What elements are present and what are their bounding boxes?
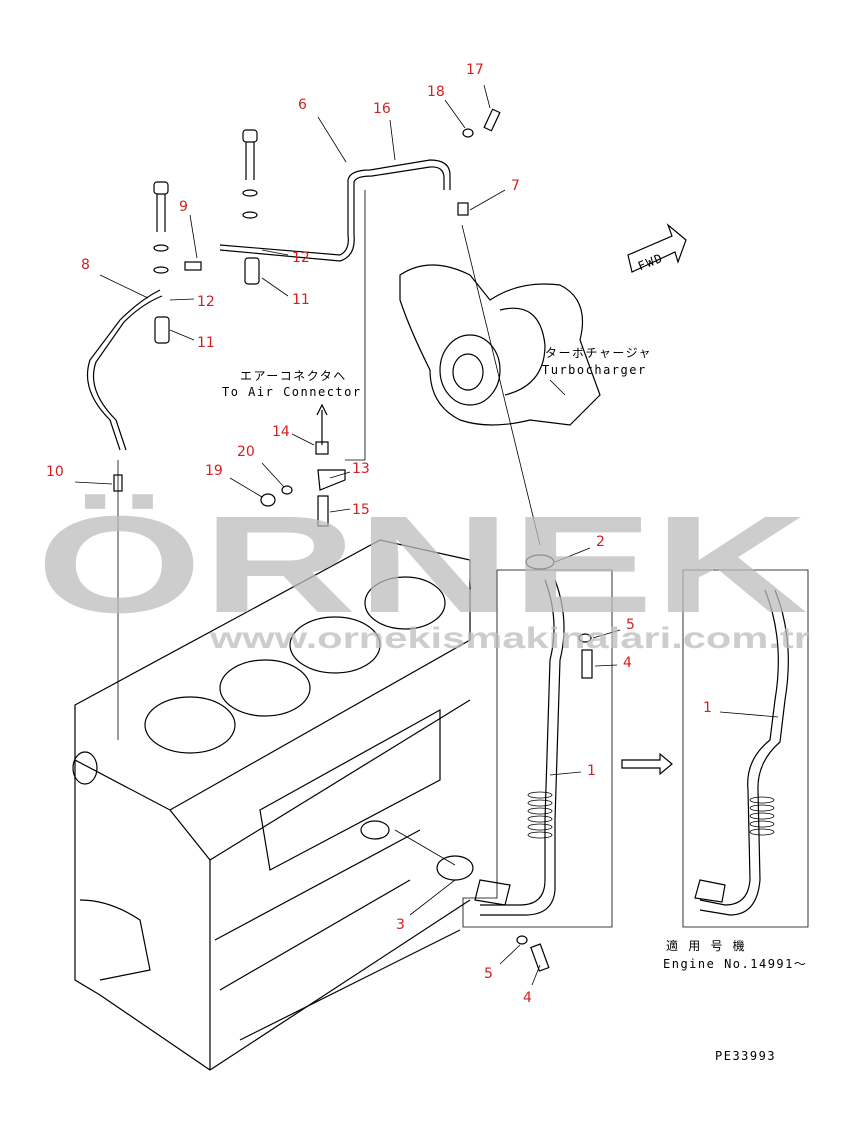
callout-numbers: 17 18 6 16 7 9 8 12 11 12 11 14 20 13 19… bbox=[46, 62, 712, 1006]
callout-16[interactable]: 16 bbox=[373, 101, 391, 117]
callout-12[interactable]: 12 bbox=[197, 294, 215, 310]
detail-frame-a bbox=[462, 569, 613, 928]
callout-13[interactable]: 13 bbox=[352, 461, 370, 477]
applicable-model-label: 適 用 号 機 bbox=[666, 938, 746, 953]
callout-6[interactable]: 6 bbox=[298, 97, 307, 113]
callout-18[interactable]: 18 bbox=[427, 84, 445, 100]
callout-17[interactable]: 17 bbox=[466, 62, 484, 78]
callout-15[interactable]: 15 bbox=[352, 502, 370, 518]
callout-9[interactable]: 9 bbox=[179, 199, 188, 215]
engine-number-label: Engine No.14991～ bbox=[663, 957, 807, 971]
fasteners bbox=[113, 108, 593, 972]
callout-11[interactable]: 11 bbox=[197, 335, 215, 351]
turbocharger bbox=[399, 264, 601, 426]
drawing-code: PE33993 bbox=[715, 1049, 776, 1063]
air-connector-label-jp: エアーコネクタへ bbox=[240, 369, 347, 383]
callout-5[interactable]: 5 bbox=[626, 617, 635, 633]
callout-8[interactable]: 8 bbox=[81, 257, 90, 273]
leader-lines bbox=[74, 84, 779, 986]
callout-11[interactable]: 11 bbox=[292, 292, 310, 308]
callout-10[interactable]: 10 bbox=[46, 464, 64, 480]
engine-block bbox=[72, 539, 471, 1071]
callout-3[interactable]: 3 bbox=[396, 917, 405, 933]
callout-1[interactable]: 1 bbox=[703, 700, 712, 716]
callout-2[interactable]: 2 bbox=[596, 534, 605, 550]
callout-7[interactable]: 7 bbox=[511, 178, 520, 194]
detail-frame-b bbox=[682, 569, 809, 928]
fwd-arrow-icon: FWD bbox=[627, 223, 687, 274]
watermark-brand: ÖRNEK bbox=[36, 488, 808, 642]
arrow-up-icon bbox=[316, 403, 328, 445]
callout-12[interactable]: 12 bbox=[292, 250, 310, 266]
callout-1[interactable]: 1 bbox=[587, 763, 596, 779]
watermark-url: www.ornekismakinalari.com.tr bbox=[209, 622, 811, 655]
turbocharger-label-jp: ターボチャージャ bbox=[545, 346, 652, 360]
arrow-right-icon bbox=[621, 752, 673, 776]
callout-14[interactable]: 14 bbox=[272, 424, 290, 440]
callout-20[interactable]: 20 bbox=[237, 444, 255, 460]
callout-4[interactable]: 4 bbox=[623, 655, 632, 671]
pipes bbox=[86, 159, 789, 916]
air-connector-label-en: To Air Connector bbox=[222, 385, 362, 399]
fwd-label: FWD bbox=[636, 251, 666, 274]
turbocharger-label-en: Turbocharger bbox=[542, 363, 647, 377]
callout-5[interactable]: 5 bbox=[484, 966, 493, 982]
callout-19[interactable]: 19 bbox=[205, 463, 223, 479]
callout-4[interactable]: 4 bbox=[523, 990, 532, 1006]
